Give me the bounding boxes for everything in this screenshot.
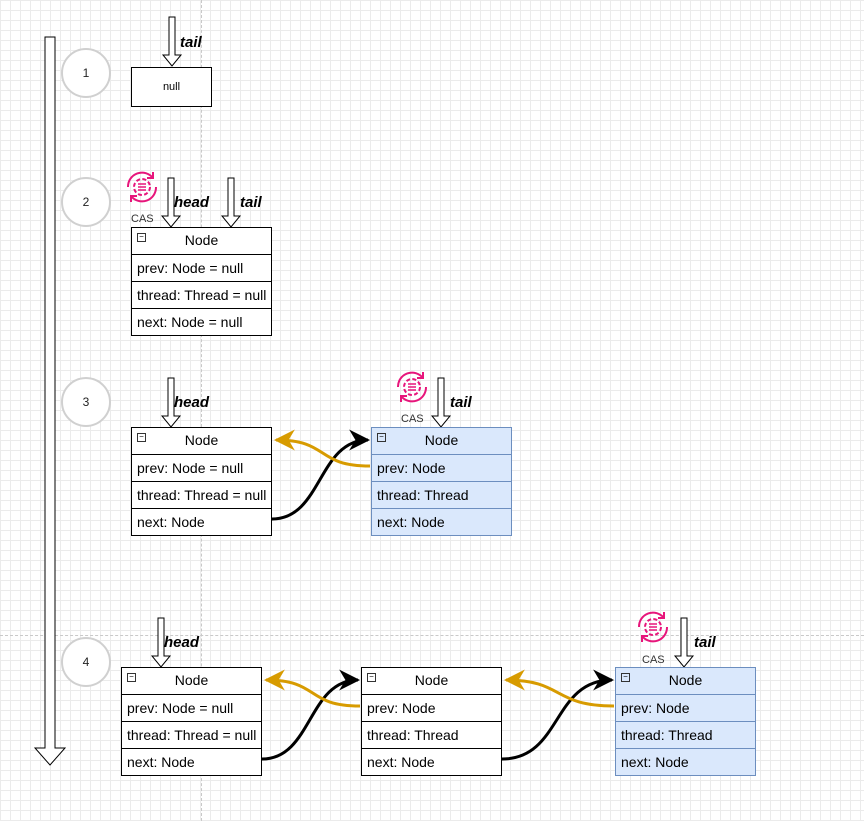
node-field-thread: thread: Thread (616, 722, 755, 749)
collapse-toggle[interactable]: − (127, 673, 136, 682)
node-box: − Node prev: Node = null thread: Thread =… (131, 427, 272, 536)
collapse-toggle[interactable]: − (137, 233, 146, 242)
tail-pointer-arrow (161, 16, 183, 67)
cas-label: CAS (131, 213, 154, 225)
node-field-next: next: Node (127, 754, 195, 770)
node-field-next: next: Node (367, 754, 435, 770)
node-field-prev: prev: Node (616, 695, 755, 722)
collapse-toggle[interactable]: − (137, 433, 146, 442)
head-label: head (174, 394, 210, 411)
node-title: Node (414, 672, 449, 688)
node-field-thread: thread: Thread (372, 482, 511, 509)
cas-label: CAS (401, 413, 424, 425)
head-label: head (174, 194, 210, 211)
next-link-arrow (501, 669, 615, 761)
cas-label: CAS (642, 654, 665, 666)
node-field-thread: thread: Thread = null (122, 722, 261, 749)
node-field-next: next: Node = null (137, 314, 243, 330)
tail-pointer-arrow (673, 617, 695, 668)
head-label: head (164, 634, 200, 651)
node-title: Node (184, 232, 219, 248)
tail-pointer-arrow (430, 377, 452, 428)
next-link-arrow (271, 429, 371, 521)
cas-gear-refresh-icon (396, 371, 428, 403)
cas-gear-refresh-icon (637, 611, 669, 643)
node-field-thread: thread: Thread (362, 722, 501, 749)
collapse-toggle[interactable]: − (621, 673, 630, 682)
step-number-3: 3 (61, 377, 111, 427)
null-box: null (131, 67, 212, 107)
tail-node-box: − Node prev: Node thread: Thread next: No… (615, 667, 756, 776)
tail-node-box: − Node prev: Node thread: Thread next: No… (371, 427, 512, 536)
node-field-thread: thread: Thread = null (132, 282, 271, 309)
node-box: − Node prev: Node = null thread: Thread =… (131, 227, 272, 336)
node-field-next: next: Node (621, 754, 689, 770)
tail-pointer-arrow (220, 177, 242, 228)
head-pointer-arrow (150, 617, 172, 668)
tail-label: tail (180, 34, 202, 51)
step-number-4: 4 (61, 637, 111, 687)
node-field-next: next: Node (377, 514, 445, 530)
collapse-toggle[interactable]: − (367, 673, 376, 682)
node-title: Node (668, 672, 703, 688)
node-field-prev: prev: Node = null (122, 695, 261, 722)
cas-gear-refresh-icon (126, 171, 158, 203)
prev-link-arrow (263, 669, 361, 708)
guide-line-horizontal (0, 635, 864, 636)
collapse-toggle[interactable]: − (377, 433, 386, 442)
head-pointer-arrow (160, 377, 182, 428)
node-field-prev: prev: Node = null (132, 255, 271, 282)
guide-line-vertical (201, 0, 202, 821)
step-number-2: 2 (61, 177, 111, 227)
node-title: Node (184, 432, 219, 448)
node-field-prev: prev: Node (362, 695, 501, 722)
prev-link-arrow (503, 669, 615, 708)
node-field-prev: prev: Node = null (132, 455, 271, 482)
node-box: − Node prev: Node = null thread: Thread =… (121, 667, 262, 776)
step-number-1: 1 (61, 48, 111, 98)
timeline-arrow (33, 36, 67, 766)
tail-label: tail (240, 194, 262, 211)
prev-link-arrow (273, 429, 371, 468)
node-box: − Node prev: Node thread: Thread next: No… (361, 667, 502, 776)
tail-label: tail (694, 634, 716, 651)
node-title: Node (424, 432, 459, 448)
node-field-thread: thread: Thread = null (132, 482, 271, 509)
next-link-arrow (261, 669, 361, 761)
tail-label: tail (450, 394, 472, 411)
head-pointer-arrow (160, 177, 182, 228)
node-field-next: next: Node (137, 514, 205, 530)
node-title: Node (174, 672, 209, 688)
node-field-prev: prev: Node (372, 455, 511, 482)
